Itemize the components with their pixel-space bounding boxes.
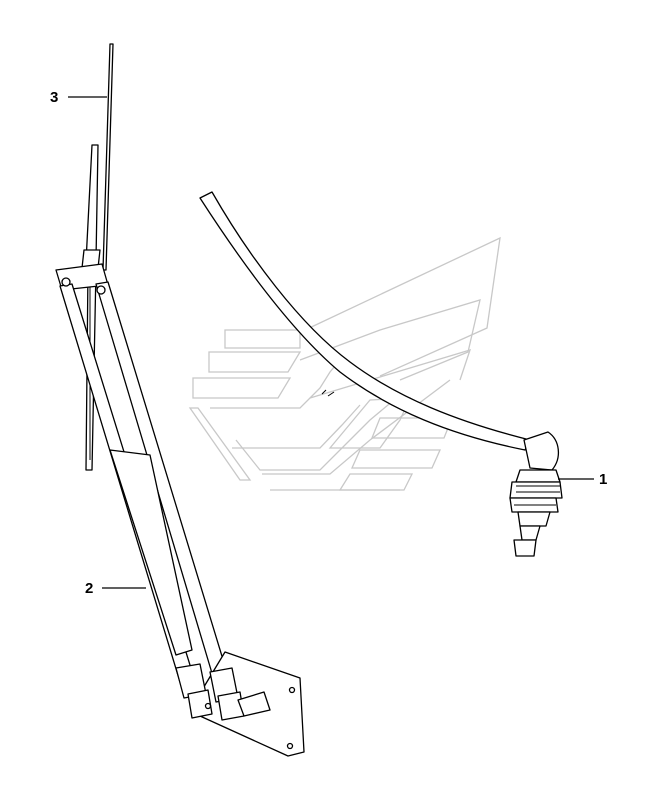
callout-label-2: 2: [85, 580, 93, 597]
callout-3: 3: [50, 89, 107, 106]
callout-1: 1: [558, 471, 607, 488]
callout-label-1: 1: [599, 471, 607, 488]
callout-label-3: 3: [50, 89, 58, 106]
wiper-arm: [55, 263, 305, 757]
washer-nozzle-hose: [199, 191, 563, 557]
callout-2: 2: [85, 580, 146, 597]
watermark-logo: [188, 236, 501, 491]
